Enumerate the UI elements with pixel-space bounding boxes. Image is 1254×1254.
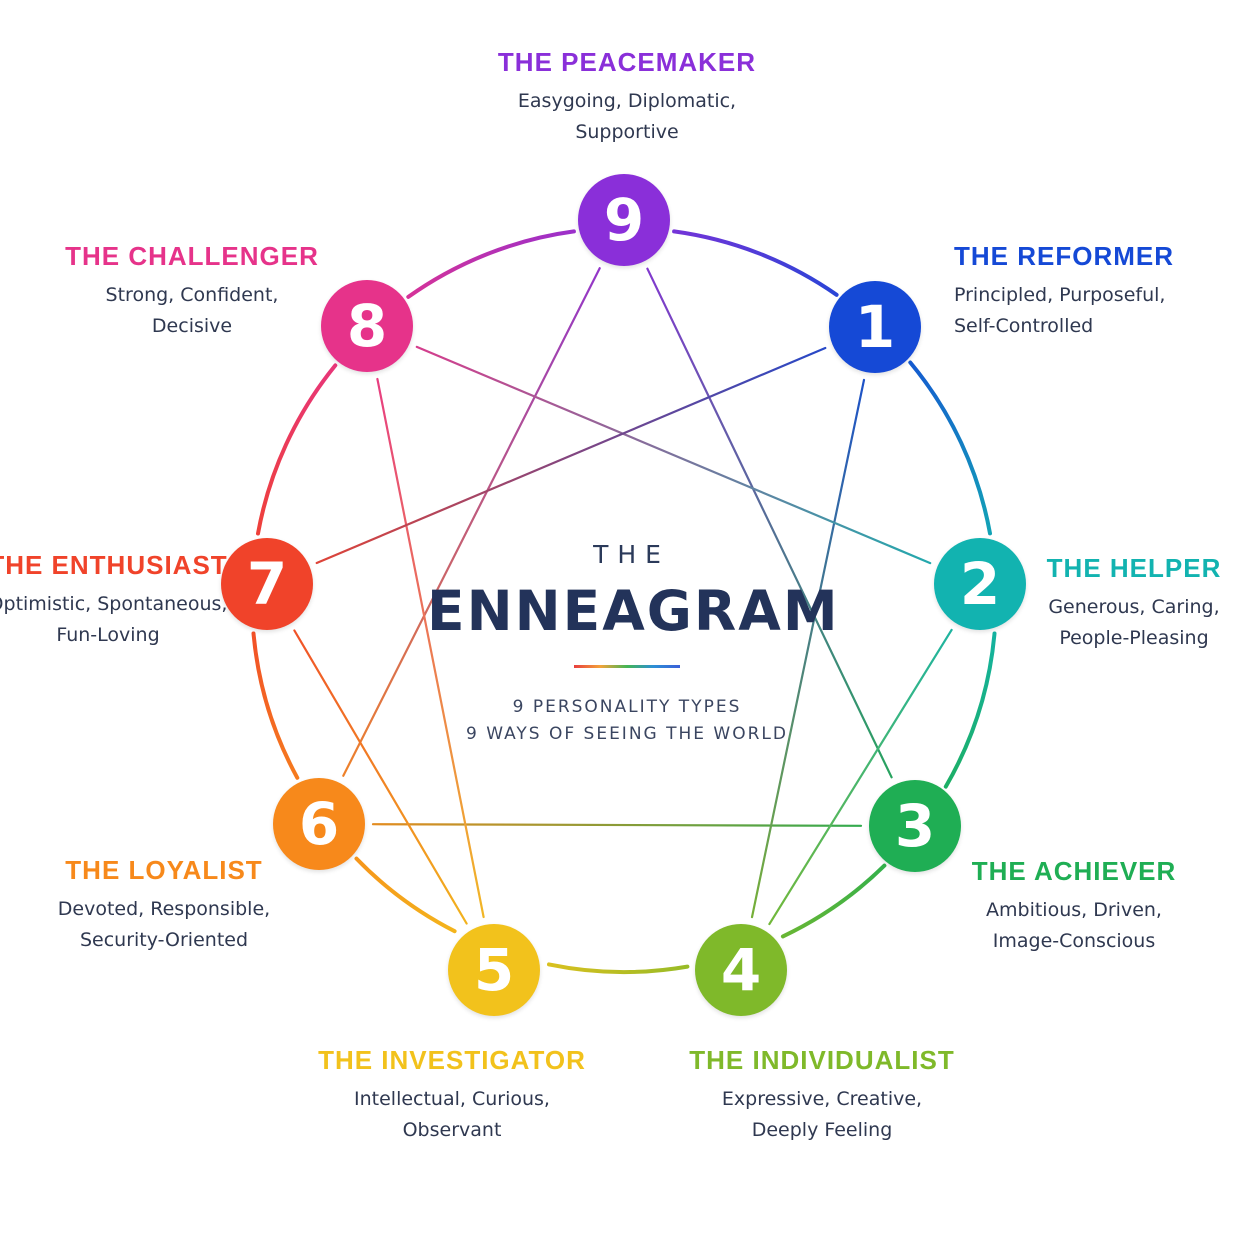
- type-5-traits-line1: Intellectual, Curious,: [354, 1088, 550, 1110]
- type-9-traits-line2: Supportive: [575, 121, 679, 143]
- type-5-node: 5: [448, 924, 540, 1016]
- type-7-label: THE ENTHUSIAST Optimistic, Spontaneous, …: [0, 550, 248, 651]
- type-8-number: 8: [346, 292, 388, 360]
- type-5-number: 5: [473, 936, 515, 1004]
- type-8-label: THE CHALLENGER Strong, Confident, Decisi…: [52, 241, 332, 342]
- type-6-node: 6: [273, 778, 365, 870]
- type-3-name: THE ACHIEVER: [971, 856, 1177, 886]
- type-1-number: 1: [854, 293, 896, 361]
- type-7-traits-line1: Optimistic, Spontaneous,: [0, 593, 228, 615]
- type-3-traits-line2: Image-Conscious: [992, 930, 1156, 952]
- type-9-node: 9: [578, 174, 670, 266]
- type-6-label: THE LOYALIST Devoted, Responsible, Secur…: [24, 855, 304, 956]
- type-3-number: 3: [894, 792, 936, 860]
- type-4-traits-line1: Expressive, Creative,: [721, 1088, 923, 1110]
- line-5-7: [293, 629, 468, 925]
- type-6-traits-line2: Security-Oriented: [79, 929, 249, 951]
- type-1-traits-line2: Self-Controlled: [954, 315, 1094, 337]
- line-3-6: [371, 823, 863, 827]
- type-2-traits-line1: Generous, Caring,: [1048, 596, 1220, 618]
- type-2-number: 2: [959, 550, 1001, 618]
- line-6-9: [342, 267, 601, 777]
- center-subtitle-line1: 9 PERSONALITY TYPES: [512, 697, 742, 717]
- center-title-block: THE ENNEAGRAM 9 PERSONALITY TYPES 9 WAYS…: [427, 540, 840, 748]
- type-1-traits-line1: Principled, Purposeful,: [954, 284, 1166, 306]
- ring-arc-9-1: [672, 229, 839, 297]
- center-subtitle-line2: 9 WAYS OF SEEING THE WORLD: [465, 724, 788, 744]
- ring-arc-1-2: [908, 360, 992, 536]
- type-6-traits-line1: Devoted, Responsible,: [57, 898, 271, 920]
- center-title: ENNEAGRAM: [427, 579, 840, 643]
- type-8-traits-line2: Decisive: [151, 315, 233, 337]
- type-2-name: THE HELPER: [1046, 553, 1222, 583]
- ring-arc-7-8: [256, 363, 338, 536]
- type-7-number: 7: [246, 550, 288, 618]
- ring-arc-2-3: [943, 631, 997, 789]
- type-5-traits-line2: Observant: [402, 1119, 502, 1141]
- type-3-traits-line1: Ambitious, Driven,: [986, 899, 1162, 921]
- type-7-node: 7: [221, 538, 313, 630]
- type-5-label: THE INVESTIGATOR Intellectual, Curious, …: [312, 1045, 592, 1146]
- type-6-number: 6: [298, 790, 340, 858]
- type-8-name: THE CHALLENGER: [65, 241, 319, 271]
- ring-arc-4-5: [547, 962, 690, 975]
- type-7-name: THE ENTHUSIAST: [0, 550, 228, 580]
- type-4-node: 4: [695, 924, 787, 1016]
- type-4-number: 4: [720, 936, 762, 1004]
- type-4-traits-line2: Deeply Feeling: [751, 1119, 893, 1141]
- type-9-name: THE PEACEMAKER: [497, 47, 757, 77]
- ring-arc-8-9: [406, 229, 576, 299]
- center-the: THE: [593, 540, 670, 569]
- line-2-8: [415, 345, 932, 565]
- type-3-node: 3: [869, 780, 961, 872]
- line-7-1: [315, 346, 827, 565]
- type-8-traits-line1: Strong, Confident,: [105, 284, 279, 306]
- type-4-name: THE INDIVIDUALIST: [689, 1045, 955, 1075]
- type-8-node: 8: [321, 280, 413, 372]
- line-9-3: [646, 267, 893, 779]
- ring-arc-3-4: [780, 863, 887, 939]
- type-7-traits-line2: Fun-Loving: [56, 624, 160, 646]
- type-9-number: 9: [603, 186, 645, 254]
- type-6-name: THE LOYALIST: [65, 855, 263, 885]
- outer-ring: [251, 229, 997, 975]
- type-9-traits-line1: Easygoing, Diplomatic,: [517, 90, 737, 112]
- type-9-label: THE PEACEMAKER Easygoing, Diplomatic, Su…: [487, 47, 767, 148]
- ring-arc-6-7: [251, 631, 300, 780]
- type-2-traits-line2: People-Pleasing: [1059, 627, 1209, 649]
- type-4-label: THE INDIVIDUALIST Expressive, Creative, …: [682, 1045, 962, 1146]
- line-1-4: [750, 378, 866, 919]
- type-1-label: THE REFORMER Principled, Purposeful, Sel…: [954, 241, 1234, 342]
- type-2-label: THE HELPER Generous, Caring, People-Plea…: [994, 553, 1254, 654]
- ring-arc-5-6: [354, 856, 457, 934]
- line-4-2: [768, 628, 953, 926]
- type-1-name: THE REFORMER: [954, 241, 1174, 271]
- type-3-label: THE ACHIEVER Ambitious, Driven, Image-Co…: [934, 856, 1214, 957]
- type-1-node: 1: [829, 281, 921, 373]
- type-2-node: 2: [934, 538, 1026, 630]
- line-8-5: [376, 377, 485, 919]
- inner-lines: [293, 267, 953, 926]
- center-divider: [574, 665, 680, 668]
- type-5-name: THE INVESTIGATOR: [318, 1045, 586, 1075]
